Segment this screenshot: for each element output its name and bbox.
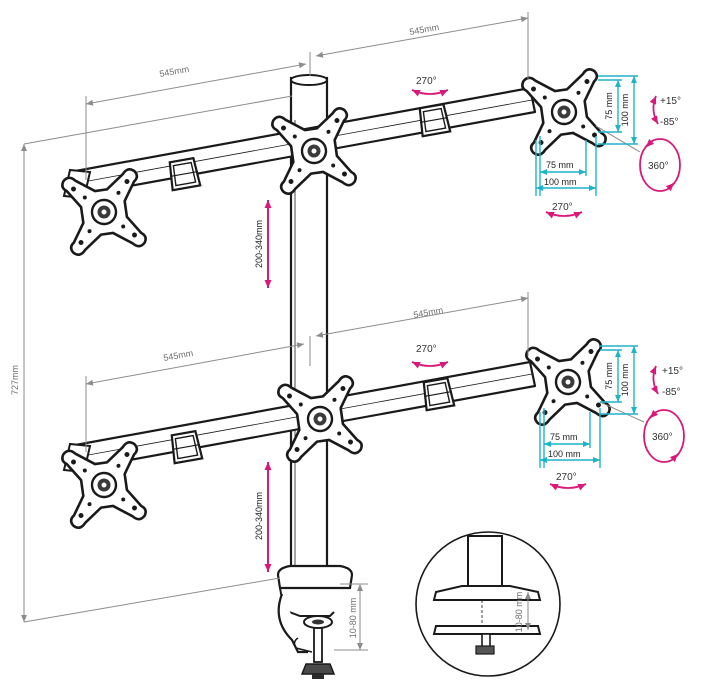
swivel-bottom-lower-label: 270° (556, 472, 577, 483)
vesa-bottom-width-100: 100 mm (548, 449, 581, 459)
dim-arm-left-bottom: 545mm (163, 348, 194, 363)
vesa-top-width-100: 100 mm (544, 177, 577, 187)
rotate-bottom-label: 360° (652, 432, 673, 443)
dim-height-adjust-top: 200-340mm (254, 220, 264, 268)
bottom-right-vesa-plate (524, 337, 612, 427)
vesa-top-width-75: 75 mm (546, 160, 574, 170)
dim-desk-thickness: 10-80 mm (348, 598, 358, 639)
tilt-top-down-label: -85° (660, 117, 678, 128)
tilt-bottom-up-label: +15° (662, 366, 683, 377)
vesa-top-height-100: 100 mm (620, 94, 630, 127)
desk-clamp-base (276, 564, 354, 679)
vesa-bottom-width-75: 75 mm (550, 432, 578, 442)
swivel-top-lower-label: 270° (552, 202, 573, 213)
swivel-top-upper-label: 270° (416, 76, 437, 87)
rotate-top-label: 360° (648, 161, 669, 172)
dim-arm-right-bottom: 545mm (413, 305, 444, 320)
vesa-bottom-height-75: 75 mm (604, 362, 614, 390)
vesa-top-height-75: 75 mm (604, 92, 614, 120)
tilt-bottom-down-label: -85° (662, 387, 680, 398)
clamp-detail-inset (415, 531, 561, 677)
dim-arm-left-top: 545mm (159, 64, 190, 79)
dim-height-adjust-bottom: 200-340mm (254, 492, 264, 540)
swivel-bottom-upper-label: 270° (416, 344, 437, 355)
dim-total-height: 727mm (10, 365, 20, 395)
vesa-bottom-height-100: 100 mm (620, 364, 630, 397)
tilt-top-up-label: +15° (660, 96, 681, 107)
dim-desk-thickness-inset: 10-80 mm (514, 592, 524, 633)
